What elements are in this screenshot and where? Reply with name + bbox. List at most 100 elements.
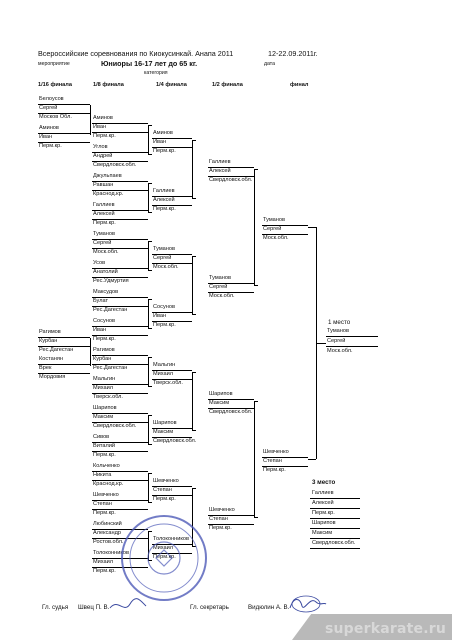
final-entry-1-name: Шевченко xyxy=(263,449,289,455)
r4-entry-6-region: Перм.кр. xyxy=(153,496,176,502)
r8-entry-13-region: Перм.кр. xyxy=(93,510,116,516)
r2-bracket-0-top xyxy=(254,169,258,170)
r4-bracket-3-top xyxy=(192,488,196,489)
r4-entry-6-first: Степан xyxy=(153,487,172,493)
r8-entry-10-region: Свердловск.обл. xyxy=(93,423,137,429)
r4-bracket-2-bottom xyxy=(192,430,196,431)
r8-entry-5-name: Усов xyxy=(93,260,106,266)
first-place-first: Сергей xyxy=(327,338,346,344)
r8-entry-15-rule xyxy=(92,567,148,568)
first-place-region: Моск.обл. xyxy=(327,348,353,354)
r8-bracket-4-bottom xyxy=(148,386,152,387)
r8-entry-0-region: Перм.кр. xyxy=(93,133,116,139)
r4-entry-2-rule xyxy=(152,254,192,255)
r16-entry-0-name: Белоусов xyxy=(39,96,64,102)
third-place-rule-1 xyxy=(310,508,360,509)
r4-entry-2-rule xyxy=(152,263,192,264)
r8-entry-1-first: Андрей xyxy=(93,153,113,159)
r8-entry-14-rule xyxy=(92,538,148,539)
judge-label: Гл. судья xyxy=(42,604,69,611)
r8-entry-2-name: Джульпаев xyxy=(93,173,122,179)
r8-entry-15-name: Толоконников xyxy=(93,550,129,556)
r4-entry-5-first: Максим xyxy=(153,429,174,435)
watermark-band xyxy=(292,614,452,640)
r2-entry-1-rule xyxy=(208,283,254,284)
r8-entry-10-first: Максим xyxy=(93,414,114,420)
r8-entry-4-region: Моск.обл. xyxy=(93,249,119,255)
r2-entry-3-name: Шевченко xyxy=(209,507,235,513)
r4-entry-0-rule xyxy=(152,138,192,139)
r8-entry-0-first: Иван xyxy=(93,124,107,130)
third-place-2-first: Максим xyxy=(312,530,333,536)
round-heading-1-16: 1/16 финала xyxy=(38,82,72,88)
r8-entry-6-rule xyxy=(92,306,148,307)
r16-entry-3-first: Врек xyxy=(39,365,52,371)
r8-entry-11-rule xyxy=(92,451,148,452)
r8-entry-13-rule xyxy=(92,509,148,510)
r8-bracket-1-vertical xyxy=(148,183,149,212)
r8-entry-6-region: Рес.Дагестан xyxy=(93,307,128,313)
r16-entry-2-rule xyxy=(38,346,90,347)
r2-bracket-0-vertical xyxy=(254,169,255,285)
r8-entry-9-name: Мальгин xyxy=(93,376,116,382)
r4-entry-1-region: Перм.кр. xyxy=(153,206,176,212)
r16-entry-0-rule xyxy=(38,104,90,105)
r4-entry-3-rule xyxy=(152,321,192,322)
r8-entry-3-name: Галлиев xyxy=(93,202,115,208)
r4-entry-5-rule xyxy=(152,437,192,438)
r8-entry-11-name: Сивов xyxy=(93,434,110,440)
r8-entry-5-rule xyxy=(92,277,148,278)
r4-entry-3-name: Сосунов xyxy=(153,304,175,310)
r4-bracket-0-bottom xyxy=(192,198,196,199)
r8-bracket-2-vertical xyxy=(148,241,149,270)
final-entry-1-region: Перм.кр. xyxy=(263,467,286,473)
r16-entry-1-region: Перм.кр. xyxy=(39,143,62,149)
r4-entry-4-rule xyxy=(152,379,192,380)
third-place-label: 3 место xyxy=(312,479,336,486)
r2-entry-1-name: Туманов xyxy=(209,275,231,281)
r4-entry-0-rule xyxy=(152,147,192,148)
r4-entry-0-region: Перм.кр. xyxy=(153,148,176,154)
r4-entry-1-name: Галлиев xyxy=(153,188,175,194)
third-place-1-region: Перм.кр. xyxy=(312,510,335,516)
final-entry-1-rule xyxy=(262,466,308,467)
final-entry-0-name: Туманов xyxy=(263,217,285,223)
r16-entry-2-region: Рес.Дагестан xyxy=(39,347,74,353)
r8-entry-13-first: Степан xyxy=(93,501,112,507)
official-stamp xyxy=(121,515,207,601)
r8-entry-2-rule xyxy=(92,190,148,191)
r8-entry-10-rule xyxy=(92,422,148,423)
r2-bracket-1-bottom xyxy=(254,517,258,518)
r8-entry-8-name: Рагимов xyxy=(93,347,115,353)
r2-entry-2-name: Шарипов xyxy=(209,391,233,397)
r8-entry-7-first: Иван xyxy=(93,327,107,333)
r8-entry-0-name: Аминов xyxy=(93,115,113,121)
r4-entry-3-first: Иван xyxy=(153,313,167,319)
r8-bracket-6-top xyxy=(148,473,152,474)
r8-entry-4-rule xyxy=(92,248,148,249)
round-heading-1-4: 1/4 финала xyxy=(156,82,187,88)
date-label: дата xyxy=(264,61,276,67)
r16-entry-3-name: Костанян xyxy=(39,356,63,362)
r8-entry-9-region: Тверск.обл. xyxy=(93,394,123,400)
r8-bracket-0-vertical xyxy=(148,125,149,154)
r8-bracket-5-bottom xyxy=(148,444,152,445)
r16-entry-3-rule xyxy=(38,373,90,374)
r2-bracket-0-bottom xyxy=(254,285,258,286)
r8-entry-3-region: Перм.кр. xyxy=(93,220,116,226)
judge-signature xyxy=(109,598,147,609)
r8-entry-5-region: Рес.Удмуртия xyxy=(93,278,129,284)
r4-entry-0-name: Аминов xyxy=(153,130,173,136)
r8-bracket-5-top xyxy=(148,415,152,416)
r8-entry-6-rule xyxy=(92,297,148,298)
r16-entry-0-region: Москов Обл. xyxy=(39,114,72,120)
r8-entry-6-name: Максудов xyxy=(93,289,119,295)
r4-entry-4-name: Мальгин xyxy=(153,362,176,368)
r8-entry-15-region: Перм.кр. xyxy=(93,568,116,574)
r4-entry-7-rule xyxy=(152,553,192,554)
r8-entry-8-rule xyxy=(92,364,148,365)
r4-entry-7-first: Михаил xyxy=(153,545,174,551)
r8-entry-3-first: Алексей xyxy=(93,211,115,217)
third-place-rule-0 xyxy=(310,498,360,499)
